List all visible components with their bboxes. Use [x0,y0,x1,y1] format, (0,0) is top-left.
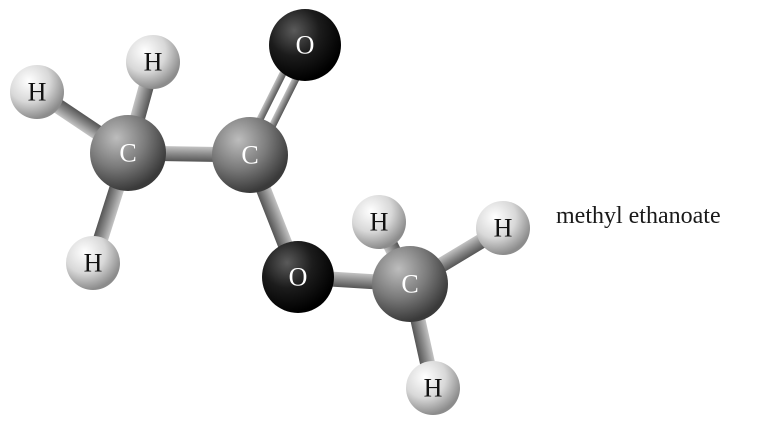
bond-layer [32,40,507,390]
atom-hydrogen-h3: H [66,236,120,290]
oxygen-label: O [289,263,308,292]
hydrogen-label: H [370,208,389,237]
hydrogen-sphere [406,361,460,415]
atom-oxygen-o2: O [262,241,334,313]
hydrogen-label: H [28,78,47,107]
atom-oxygen-o1: O [269,9,341,81]
hydrogen-label: H [424,374,443,403]
carbon-label: C [241,141,258,170]
atom-carbon-c1: C [90,115,166,191]
hydrogen-sphere [66,236,120,290]
atom-hydrogen-h6: H [406,361,460,415]
atom-carbon-c3: C [372,246,448,322]
hydrogen-label: H [494,214,513,243]
carbon-label: C [119,139,136,168]
hydrogen-label: H [84,249,103,278]
hydrogen-sphere [476,201,530,255]
atom-hydrogen-h4: H [352,195,406,249]
carbon-sphere [90,115,166,191]
hydrogen-sphere [10,65,64,119]
atom-layer: H H H H H H O C C O C [10,9,530,415]
hydrogen-sphere [352,195,406,249]
oxygen-sphere [269,9,341,81]
oxygen-label: O [296,31,315,60]
atom-hydrogen-h1: H [10,65,64,119]
carbon-sphere [212,117,288,193]
atom-hydrogen-h5: H [476,201,530,255]
atom-hydrogen-h2: H [126,35,180,89]
carbon-sphere [372,246,448,322]
hydrogen-label: H [144,48,163,77]
atom-carbon-c2: C [212,117,288,193]
oxygen-sphere [262,241,334,313]
hydrogen-sphere [126,35,180,89]
carbon-label: C [401,270,418,299]
molecule-name: methyl ethanoate [556,203,721,229]
